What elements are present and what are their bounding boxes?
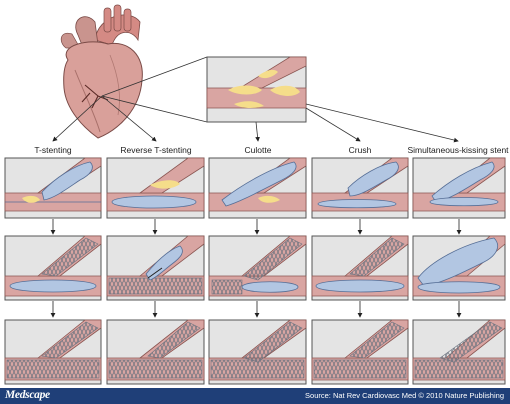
panel-reverse-t-stenting-step-3 [106, 319, 205, 385]
down-arrow-icon [50, 301, 462, 318]
panel-t-stenting-step-3 [4, 319, 102, 385]
row-2-panels [4, 235, 506, 301]
panel-crush-step-2 [311, 235, 409, 301]
panel-reverse-t-stenting-step-2 [106, 235, 205, 301]
row-1-panels [4, 157, 506, 219]
panel-reverse-t-stenting-step-1 [106, 157, 205, 219]
column-label-reverse-t-stenting: Reverse T-stenting [120, 145, 192, 155]
heart-illustration [60, 4, 143, 139]
down-arrow-icon [50, 219, 462, 235]
panel-culotte-step-3 [208, 319, 307, 385]
medscape-logo[interactable]: Medscape [5, 389, 50, 401]
panel-crush-step-1 [311, 157, 409, 219]
row-3-panels [4, 319, 506, 385]
callout-line [101, 56, 208, 97]
panel-t-stenting-step-2 [4, 235, 102, 301]
column-label-crush: Crush [348, 145, 372, 155]
panel-simultaneous-kissing-step-1 [412, 157, 506, 219]
footer-bar: Medscape Source: Nat Rev Cardiovasc Med … [0, 388, 510, 404]
panel-crush-step-3 [311, 319, 409, 385]
source-credit: Source: Nat Rev Cardiovasc Med © 2010 Na… [305, 391, 504, 400]
panel-culotte-step-2 [208, 235, 307, 301]
panel-simultaneous-kissing-step-3 [412, 319, 506, 385]
callout-line [101, 95, 208, 123]
column-label-t-stenting: T-stenting [34, 145, 72, 155]
panel-culotte-step-1 [208, 157, 307, 219]
fan-arrows [52, 95, 459, 143]
column-label-culotte: Culotte [244, 145, 272, 155]
panel-t-stenting-step-1 [4, 157, 102, 219]
panel-simultaneous-kissing-step-2 [412, 235, 506, 301]
vessel-bifurcation-illustration [206, 56, 307, 123]
column-label-simultaneous-kissing-stent: Simultaneous-kissing stent [407, 145, 509, 155]
